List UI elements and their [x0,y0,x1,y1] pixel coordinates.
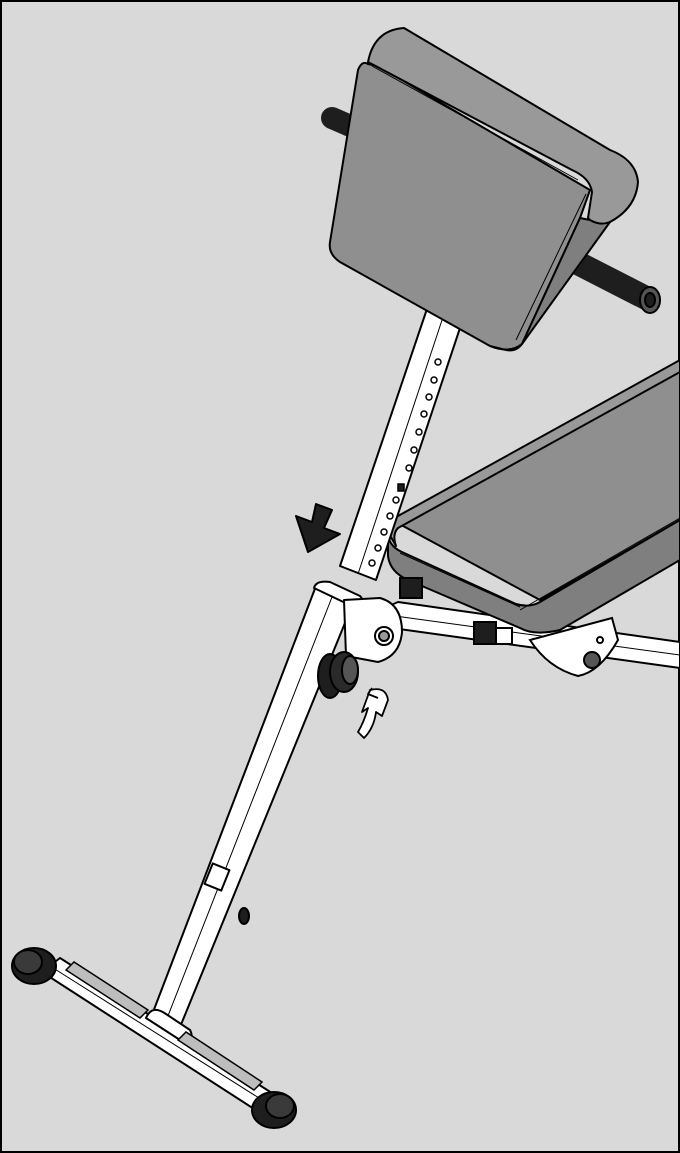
down-arrow-icon [295,503,341,553]
seat-brackets [399,577,620,678]
knob [317,651,359,699]
rotate-arrow-icon [357,687,389,739]
seat-pad [386,359,680,634]
roller-pad [328,27,639,352]
post-adjustment-holes [368,358,442,567]
foot-grips [64,961,264,1091]
end-cap-right [251,1091,297,1129]
end-cap-left [11,947,57,985]
